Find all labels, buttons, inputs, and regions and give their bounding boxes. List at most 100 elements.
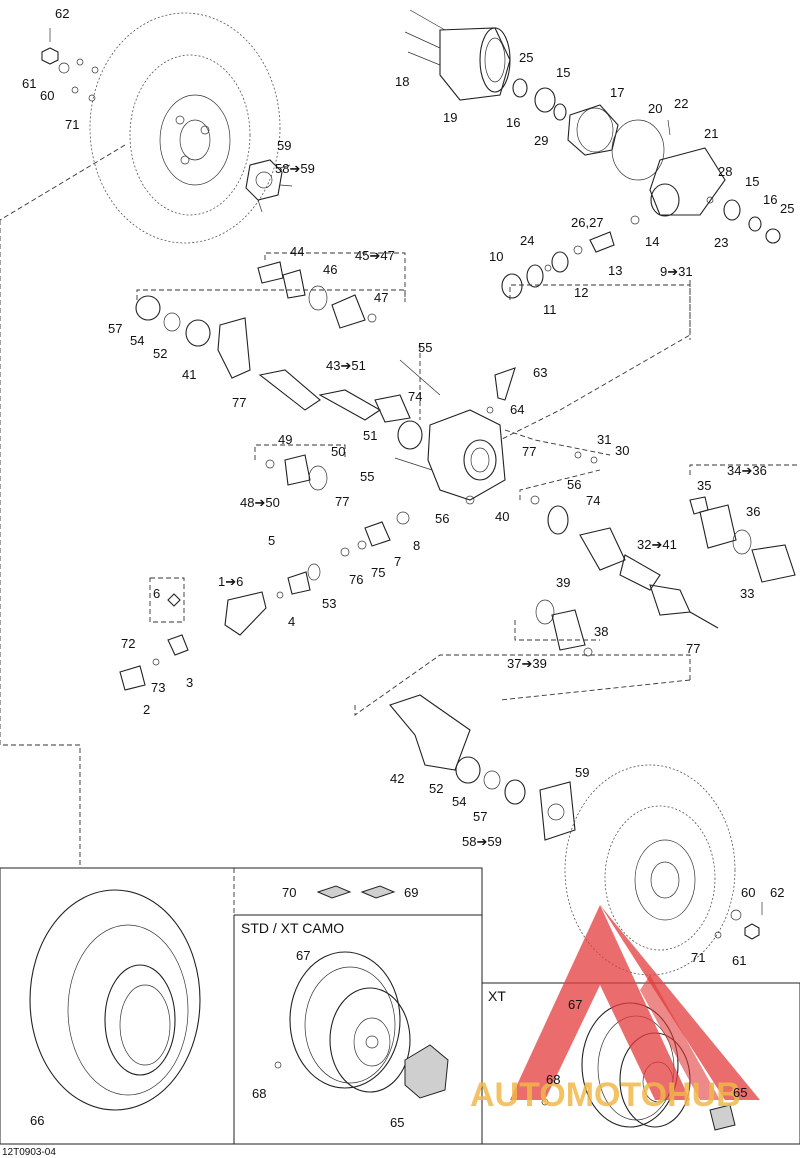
boot-kit-left (265, 454, 328, 491)
callout-14: 14 (645, 234, 659, 249)
callout-23: 23 (714, 235, 728, 250)
section-xt: XT (488, 988, 506, 1004)
callout-73: 73 (151, 680, 165, 695)
callout-15: 15 (556, 65, 570, 80)
std-rim (274, 951, 449, 1099)
callout-25: 25 (519, 50, 533, 65)
callout-72: 72 (121, 636, 135, 651)
callout-74b: 74 (586, 493, 600, 508)
callout-65-xt: 65 (733, 1085, 747, 1100)
callout-51: 51 (363, 428, 377, 443)
callout-17: 17 (610, 85, 624, 100)
callout-77c: 77 (335, 494, 349, 509)
nuts-top-left (41, 28, 99, 102)
callout-59: 59 (277, 138, 291, 153)
callout-13: 13 (608, 263, 622, 278)
callout-49: 49 (278, 432, 292, 447)
callout-9-31: 9➔31 (660, 264, 693, 279)
callout-25b: 25 (780, 201, 794, 216)
callout-5: 5 (268, 533, 275, 548)
callout-67-std: 67 (296, 948, 310, 963)
callouts: 62 61 60 71 59 58➔59 18 19 25 15 16 29 1… (2, 6, 794, 1158)
front-differential (394, 359, 598, 505)
valve-clips (316, 885, 396, 899)
callout-52b: 52 (429, 781, 443, 796)
callout-50: 50 (331, 444, 345, 459)
front-left-wheel (89, 12, 281, 244)
section-std-xt-camo: STD / XT CAMO (241, 920, 344, 936)
callout-56a: 56 (567, 477, 581, 492)
callout-75: 75 (371, 565, 385, 580)
callout-69: 69 (404, 885, 418, 900)
watermark-logo-triangle (510, 905, 760, 1100)
callout-71b: 71 (691, 950, 705, 965)
callout-36: 36 (746, 504, 760, 519)
watermark-text: AUTOMOTOHUB (470, 1076, 741, 1114)
callout-55: 55 (418, 340, 432, 355)
callout-7: 7 (394, 554, 401, 569)
callout-58-59: 58➔59 (275, 161, 315, 176)
callout-61b: 61 (732, 953, 746, 968)
callout-62: 62 (55, 6, 69, 21)
callout-1-6: 1➔6 (218, 574, 243, 589)
callout-54b: 54 (452, 794, 466, 809)
callout-76: 76 (349, 572, 363, 587)
callout-30: 30 (615, 443, 629, 458)
callout-37-39: 37➔39 (507, 656, 547, 671)
callout-31: 31 (597, 432, 611, 447)
line-art (0, 9, 800, 1145)
callout-22: 22 (674, 96, 688, 111)
pinion-parts (501, 215, 640, 299)
callout-77d: 77 (686, 641, 700, 656)
callout-34-36: 34➔36 (727, 463, 767, 478)
callout-48-50: 48➔50 (240, 495, 280, 510)
callout-12: 12 (574, 285, 588, 300)
callout-8: 8 (413, 538, 420, 553)
callout-66: 66 (30, 1113, 44, 1128)
lower-knuckle-hub (389, 694, 576, 841)
callout-58-59b: 58➔59 (462, 834, 502, 849)
callout-45-47: 45➔47 (355, 248, 395, 263)
callout-63: 63 (533, 365, 547, 380)
callout-20: 20 (648, 101, 662, 116)
callout-33: 33 (740, 586, 754, 601)
callout-21: 21 (704, 126, 718, 141)
propeller-shaft (119, 511, 410, 691)
callout-67-xt: 67 (568, 997, 582, 1012)
callout-57: 57 (108, 321, 122, 336)
callout-16: 16 (506, 115, 520, 130)
callout-68-xt: 68 (546, 1072, 560, 1087)
callout-24: 24 (520, 233, 534, 248)
callout-19: 19 (443, 110, 457, 125)
callout-57b: 57 (473, 809, 487, 824)
callout-41: 41 (182, 367, 196, 382)
watermark: AUTOMOTOHUB (470, 905, 760, 1114)
callout-53: 53 (322, 596, 336, 611)
hub-top (245, 159, 293, 213)
callout-35: 35 (697, 478, 711, 493)
bottom-panels (0, 867, 800, 1145)
callout-29: 29 (534, 133, 548, 148)
callout-11: 11 (543, 302, 557, 317)
callout-64: 64 (510, 402, 524, 417)
callout-65-std: 65 (390, 1115, 404, 1130)
callout-77b: 77 (522, 444, 536, 459)
left-axle (135, 261, 423, 450)
callout-52: 52 (153, 346, 167, 361)
tire (29, 889, 201, 1111)
callout-55b: 55 (360, 469, 374, 484)
watermark-logo-inner (640, 975, 720, 1100)
figure-code: 12T0903-04 (2, 1147, 56, 1158)
callout-54: 54 (130, 333, 144, 348)
callout-2: 2 (143, 702, 150, 717)
callout-43-51: 43➔51 (326, 358, 366, 373)
callout-10: 10 (489, 249, 503, 264)
callout-38: 38 (594, 624, 608, 639)
callout-74: 74 (408, 389, 422, 404)
callout-18: 18 (395, 74, 409, 89)
relation-lines (0, 144, 800, 865)
callout-46: 46 (323, 262, 337, 277)
callout-40: 40 (495, 509, 509, 524)
callout-3: 3 (186, 675, 193, 690)
